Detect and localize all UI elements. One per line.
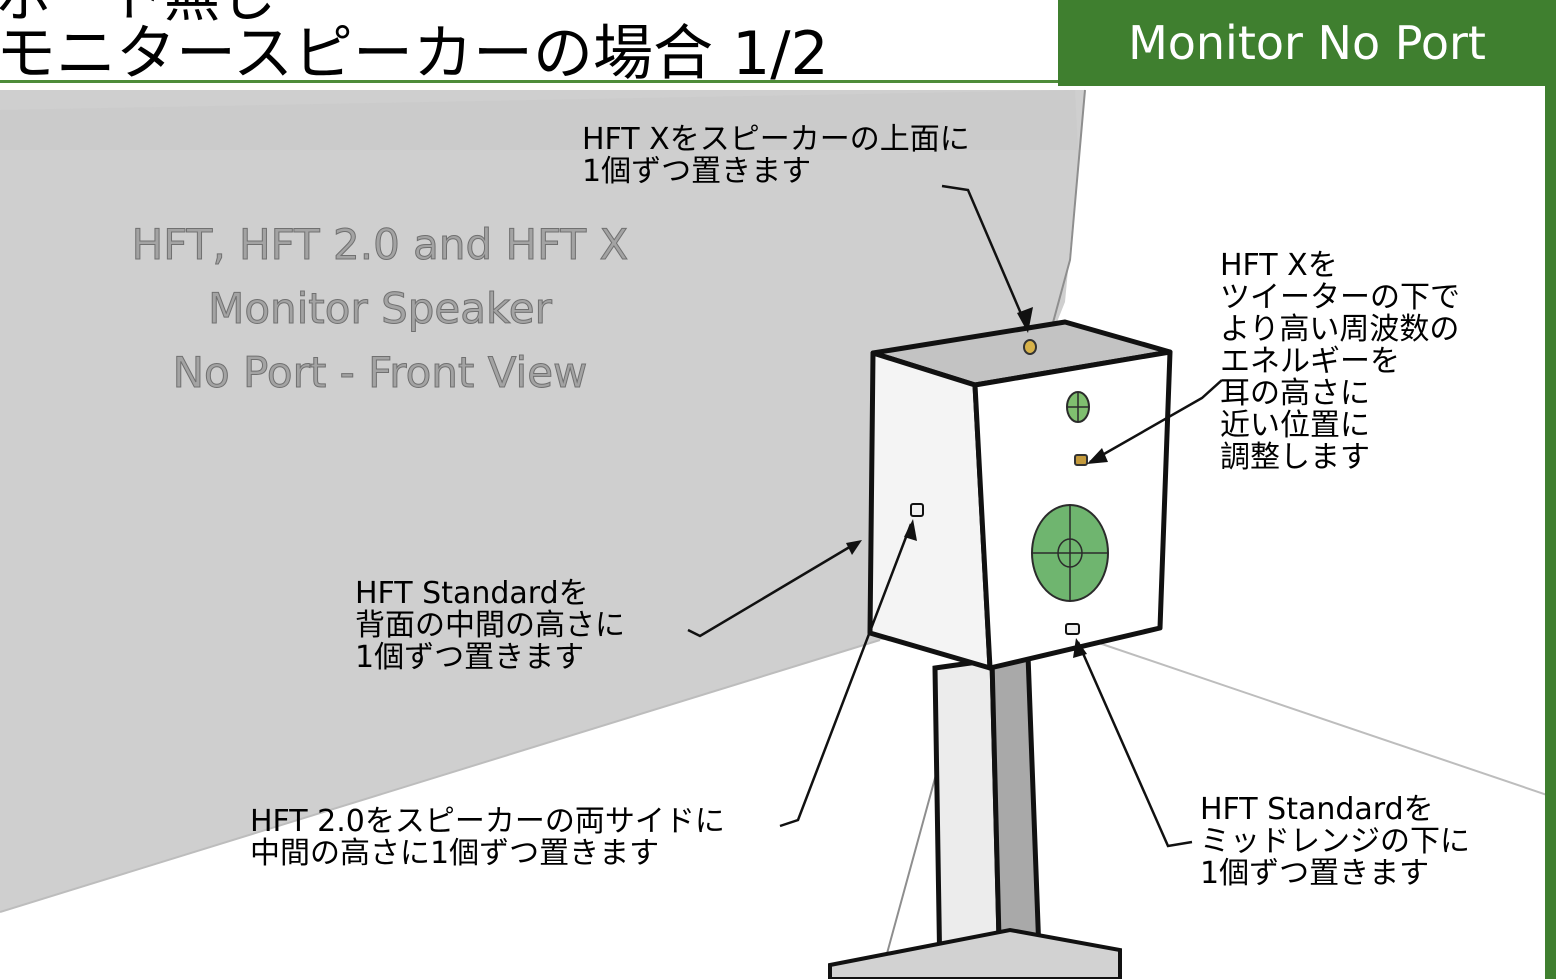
callout-line: 調整します bbox=[1220, 440, 1370, 475]
callout-midrange: HFT Standardを ミッドレンジの下に 1個ずつ置きます bbox=[1200, 794, 1470, 890]
arrowhead-top bbox=[1017, 307, 1033, 333]
leader-midrange bbox=[1076, 641, 1193, 848]
callout-line: 1個ずつ置きます bbox=[1200, 856, 1430, 891]
stand-front bbox=[932, 657, 1003, 979]
wall-shadow bbox=[0, 90, 1078, 150]
callout-line: 近い位置に bbox=[1220, 408, 1370, 443]
callout-line: 耳の高さに bbox=[1220, 376, 1370, 411]
callout-line: HFT Xを bbox=[1220, 248, 1338, 283]
wall-label-line: No Port - Front View bbox=[172, 348, 588, 398]
callout-line: 1個ずつ置きます bbox=[582, 154, 812, 189]
header-divider bbox=[0, 80, 1058, 83]
callout-tweeter: HFT Xを ツイーターの下で より高い周波数の エネルギーを 耳の高さに 近い… bbox=[1220, 250, 1460, 474]
callout-line: HFT Xをスピーカーの上面に bbox=[582, 122, 970, 157]
arrowhead-tweeter bbox=[1087, 448, 1108, 464]
callout-line: HFT Standardを bbox=[1200, 792, 1434, 827]
callout-line: 1個ずつ置きます bbox=[355, 640, 585, 675]
callout-back: HFT Standardを 背面の中間の高さに 1個ずつ置きます bbox=[355, 578, 625, 674]
leader-back bbox=[687, 540, 859, 638]
wall-label-line: HFT, HFT 2.0 and HFT X bbox=[131, 220, 629, 270]
page-title-line-2: モニタースピーカーの場合 1/2 bbox=[0, 19, 829, 89]
green-frame-edge bbox=[1545, 86, 1556, 979]
callout-line: エネルギーを bbox=[1220, 344, 1400, 379]
arrowhead-back bbox=[846, 540, 862, 555]
callout-line: HFT 2.0をスピーカーの両サイドに bbox=[250, 804, 725, 839]
leader-top bbox=[941, 184, 1030, 331]
hft-2-side-device bbox=[910, 503, 924, 517]
wall-label: HFT, HFT 2.0 and HFT X Monitor Speaker N… bbox=[60, 213, 700, 405]
arrowhead-sides bbox=[904, 519, 917, 541]
section-badge: Monitor No Port bbox=[1058, 0, 1556, 86]
arrowhead-midrange bbox=[1073, 638, 1087, 658]
stand-base bbox=[828, 927, 1122, 979]
leader-tweeter bbox=[1089, 379, 1223, 464]
wall-label-line: Monitor Speaker bbox=[208, 284, 553, 334]
floor-wall-edge-left bbox=[0, 639, 881, 913]
callout-top: HFT Xをスピーカーの上面に 1個ずつ置きます bbox=[582, 124, 970, 188]
callout-sides: HFT 2.0をスピーカーの両サイドに 中間の高さに1個ずつ置きます bbox=[250, 806, 725, 870]
callout-line: より高い周波数の bbox=[1220, 312, 1460, 347]
callout-line: 中間の高さに1個ずつ置きます bbox=[250, 836, 660, 871]
callout-line: ミッドレンジの下に bbox=[1200, 824, 1470, 859]
leader-sides bbox=[779, 523, 913, 828]
hft-x-tweeter-device bbox=[1074, 454, 1088, 466]
floor-wall-edge-right bbox=[1089, 639, 1556, 799]
floor bbox=[0, 640, 1556, 979]
callout-line: 背面の中間の高さに bbox=[355, 608, 625, 643]
hft-x-top-device bbox=[1023, 339, 1037, 355]
callout-line: ツイーターの下で bbox=[1220, 280, 1460, 315]
callout-line: HFT Standardを bbox=[355, 576, 589, 611]
speaker-left bbox=[867, 350, 993, 671]
page-title-line-1: ポート無し bbox=[0, 0, 276, 28]
hft-standard-midrange-device bbox=[1065, 623, 1080, 635]
